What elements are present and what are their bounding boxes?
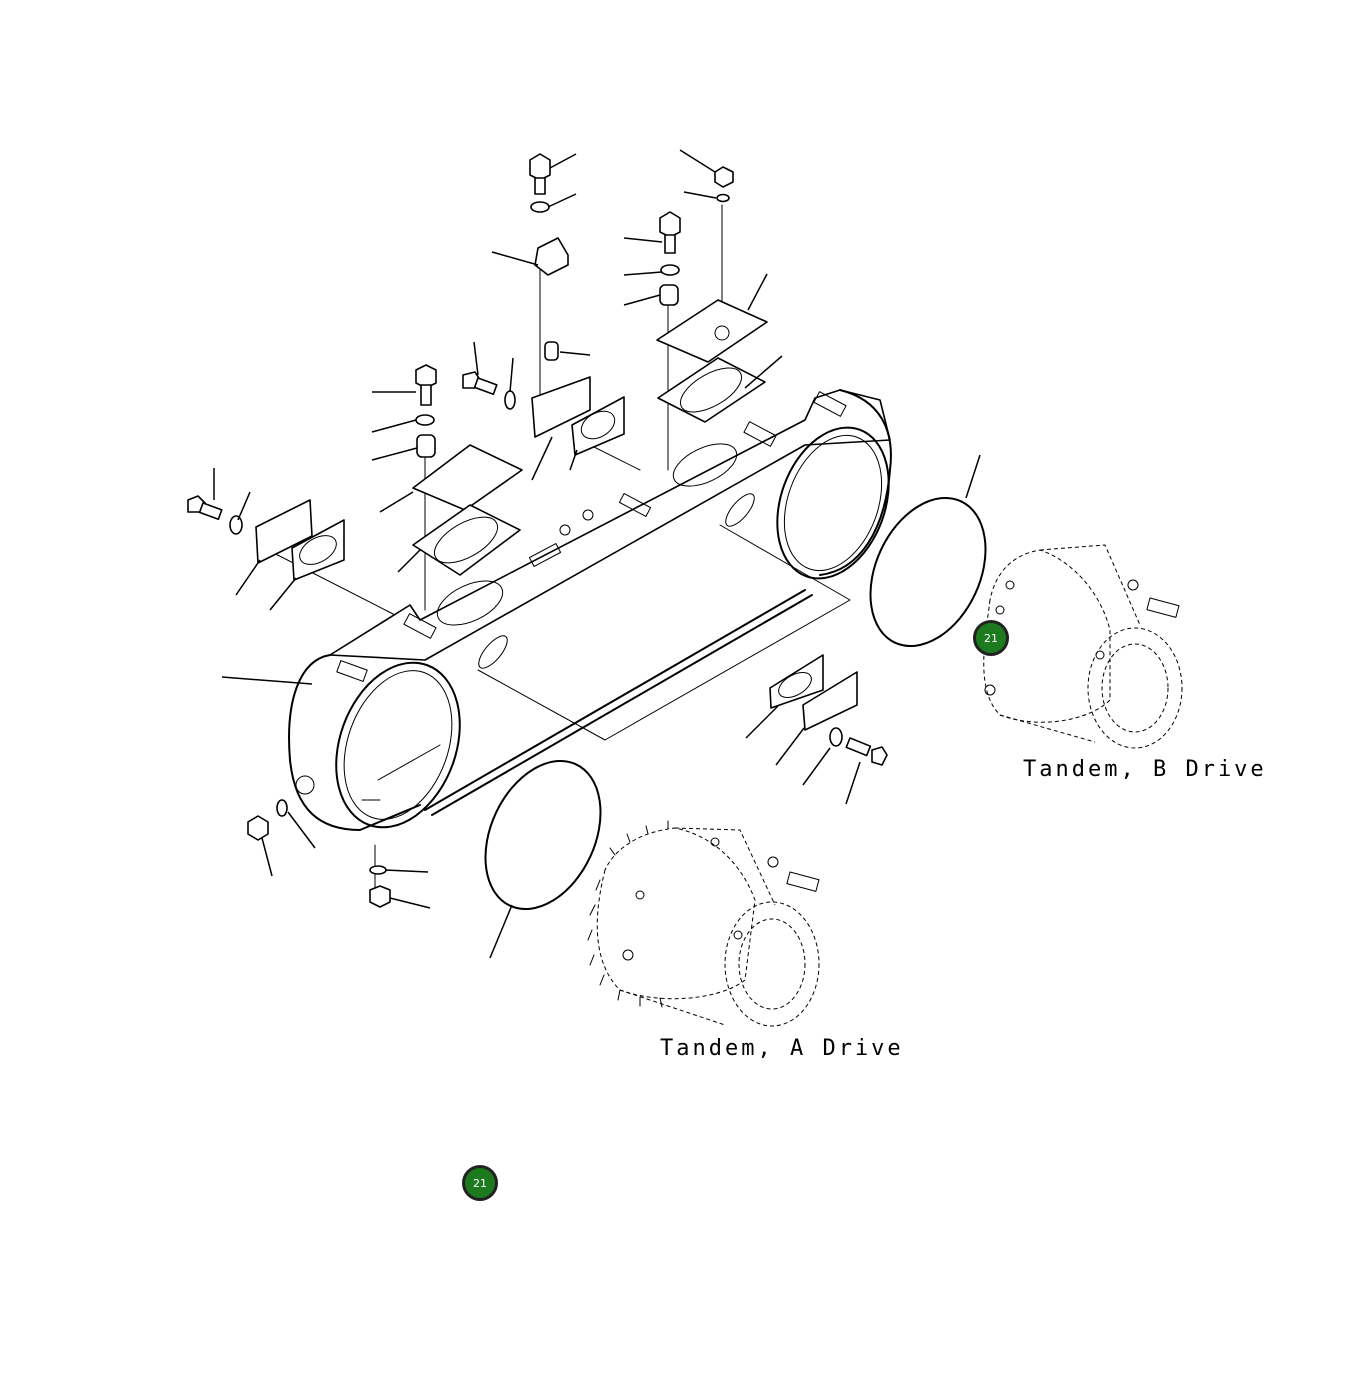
leader-lines — [213, 149, 981, 959]
callout-part-21-tandem-b[interactable]: 21 — [973, 620, 1009, 656]
o-rings — [484, 496, 987, 911]
callout-number: 21 — [473, 1176, 487, 1190]
tandem-a-label: Tandem, A Drive — [660, 1036, 904, 1061]
callout-number: 21 — [984, 631, 998, 645]
callout-part-21-legend[interactable]: 21 — [462, 1165, 498, 1201]
tandem-a-drive: Tandem, A Drive — [587, 820, 904, 1061]
tandem-case — [288, 389, 892, 831]
hardware — [187, 153, 888, 908]
tandem-b-label: Tandem, B Drive — [1023, 757, 1267, 782]
tandem-b-drive: Tandem, B Drive — [983, 544, 1267, 782]
cover-plates — [255, 299, 858, 731]
